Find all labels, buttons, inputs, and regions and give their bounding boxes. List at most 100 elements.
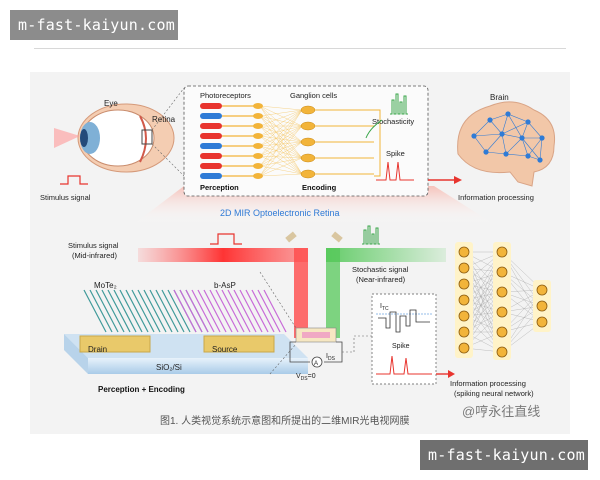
snn-label-2: (spiking neural network) (454, 389, 534, 398)
snn-node (458, 246, 470, 258)
synapse-line (259, 115, 303, 143)
mote2-label: MoTe₂ (94, 281, 117, 290)
bp-strand (185, 289, 209, 333)
synapse-line (259, 105, 303, 159)
spike-label: Spike (386, 149, 405, 158)
drain-label: Drain (88, 345, 107, 354)
photoreceptor-cell (200, 153, 222, 159)
brain-node (471, 133, 477, 139)
bp-strand (191, 289, 215, 333)
synapse-line (259, 125, 303, 159)
mote2-strand (125, 289, 149, 333)
snn-node (458, 342, 470, 354)
synapse-line (259, 125, 303, 175)
perception-encoding-label: Perception + Encoding (98, 385, 185, 394)
synapse-line (259, 125, 303, 157)
synapse-line (259, 125, 303, 167)
ganglion-cell (300, 137, 316, 147)
synapse-line (259, 125, 303, 137)
brain-node (499, 131, 505, 137)
ganglion-cell (300, 105, 316, 115)
ganglion-cell (300, 121, 316, 131)
photoreceptor-cell (200, 143, 222, 149)
brain-label: Brain (490, 93, 509, 102)
figure-svg: Eye Retina Stimulus signal Photoreceptor… (40, 85, 556, 398)
synapse-line (259, 109, 303, 167)
mote2-strand (149, 289, 173, 333)
signal-panel (371, 293, 437, 385)
brain-link (489, 113, 509, 121)
spike-label-2: Spike (392, 343, 410, 350)
brain-link (501, 121, 529, 135)
mote2-strand (107, 289, 131, 333)
axon-bundle (374, 109, 381, 177)
divider (34, 48, 566, 49)
snn-label-1: Information processing (450, 379, 526, 388)
mid-ir-beam-down (294, 248, 308, 338)
stochastic-label-2: (Near-infrared) (356, 275, 406, 284)
mote2-strand (83, 289, 107, 333)
ganglion-cells-label: Ganglion cells (290, 91, 337, 100)
mote2-strand (161, 289, 185, 333)
bipolar-cell (253, 113, 263, 119)
synapse-line (259, 115, 303, 175)
mote2-strand (143, 289, 167, 333)
circuit (289, 327, 343, 368)
brain-link (501, 113, 509, 135)
snn-node (536, 316, 548, 328)
synapse-line (259, 109, 303, 117)
synapse-line (259, 115, 303, 127)
brain-link (473, 119, 491, 137)
brain-link (507, 113, 529, 123)
itc-trace (378, 309, 430, 333)
photoreceptor-cell (200, 123, 222, 129)
synapse-line (259, 145, 303, 175)
snn-node (458, 262, 470, 274)
near-ir-beam-down (326, 248, 340, 338)
synapse-line (259, 105, 303, 175)
watermark-bottom: m-fast-kaiyun.com (420, 440, 588, 470)
photoreceptor-cell (200, 133, 222, 139)
bipolar-cell (253, 143, 263, 149)
photoreceptor-cell (200, 113, 222, 119)
brain-link (473, 135, 487, 153)
mote2-strand (167, 289, 191, 333)
bp-strand (197, 289, 221, 333)
snn-node (458, 294, 470, 306)
brain-node (525, 153, 531, 159)
bipolar-cell (253, 173, 263, 179)
snn-node (458, 326, 470, 338)
snn-layer-hidden (493, 242, 511, 360)
stochasticity-label: Stochasticity (372, 117, 414, 126)
spike-trace-2 (376, 355, 432, 375)
bp-strand (179, 289, 203, 333)
bp-strand (257, 289, 281, 333)
snn-node (496, 306, 508, 318)
bipolar-cell (253, 133, 263, 139)
bp-label: b-AsP (214, 281, 236, 290)
synapse-line (259, 135, 303, 143)
brain-node (525, 119, 531, 125)
brain-node (483, 149, 489, 155)
snn-network (455, 242, 551, 360)
bipolar-cell (253, 123, 263, 129)
bp-strand (239, 289, 263, 333)
synapse-line (259, 125, 303, 143)
bp-strand (203, 289, 227, 333)
photoreceptor-cell (200, 163, 222, 169)
mid-ir-label-1: Stimulus signal (68, 241, 119, 250)
ganglion-cell (300, 153, 316, 163)
brain-link (527, 137, 543, 157)
synapse-line (259, 135, 303, 159)
photoreceptor-cell (200, 173, 222, 179)
brain-link (489, 119, 503, 135)
figure-caption: 图1. 人类视觉系统示意图和所提出的二维MIR光电视网膜 (160, 416, 410, 427)
brain-link (501, 133, 523, 139)
mid-ir-label-2: (Mid-infrared) (72, 251, 118, 260)
mote2-strand (95, 289, 119, 333)
bp-strand (221, 289, 245, 333)
brain-link (539, 137, 543, 161)
synapse-line (259, 173, 303, 177)
mote2-strand (155, 289, 179, 333)
